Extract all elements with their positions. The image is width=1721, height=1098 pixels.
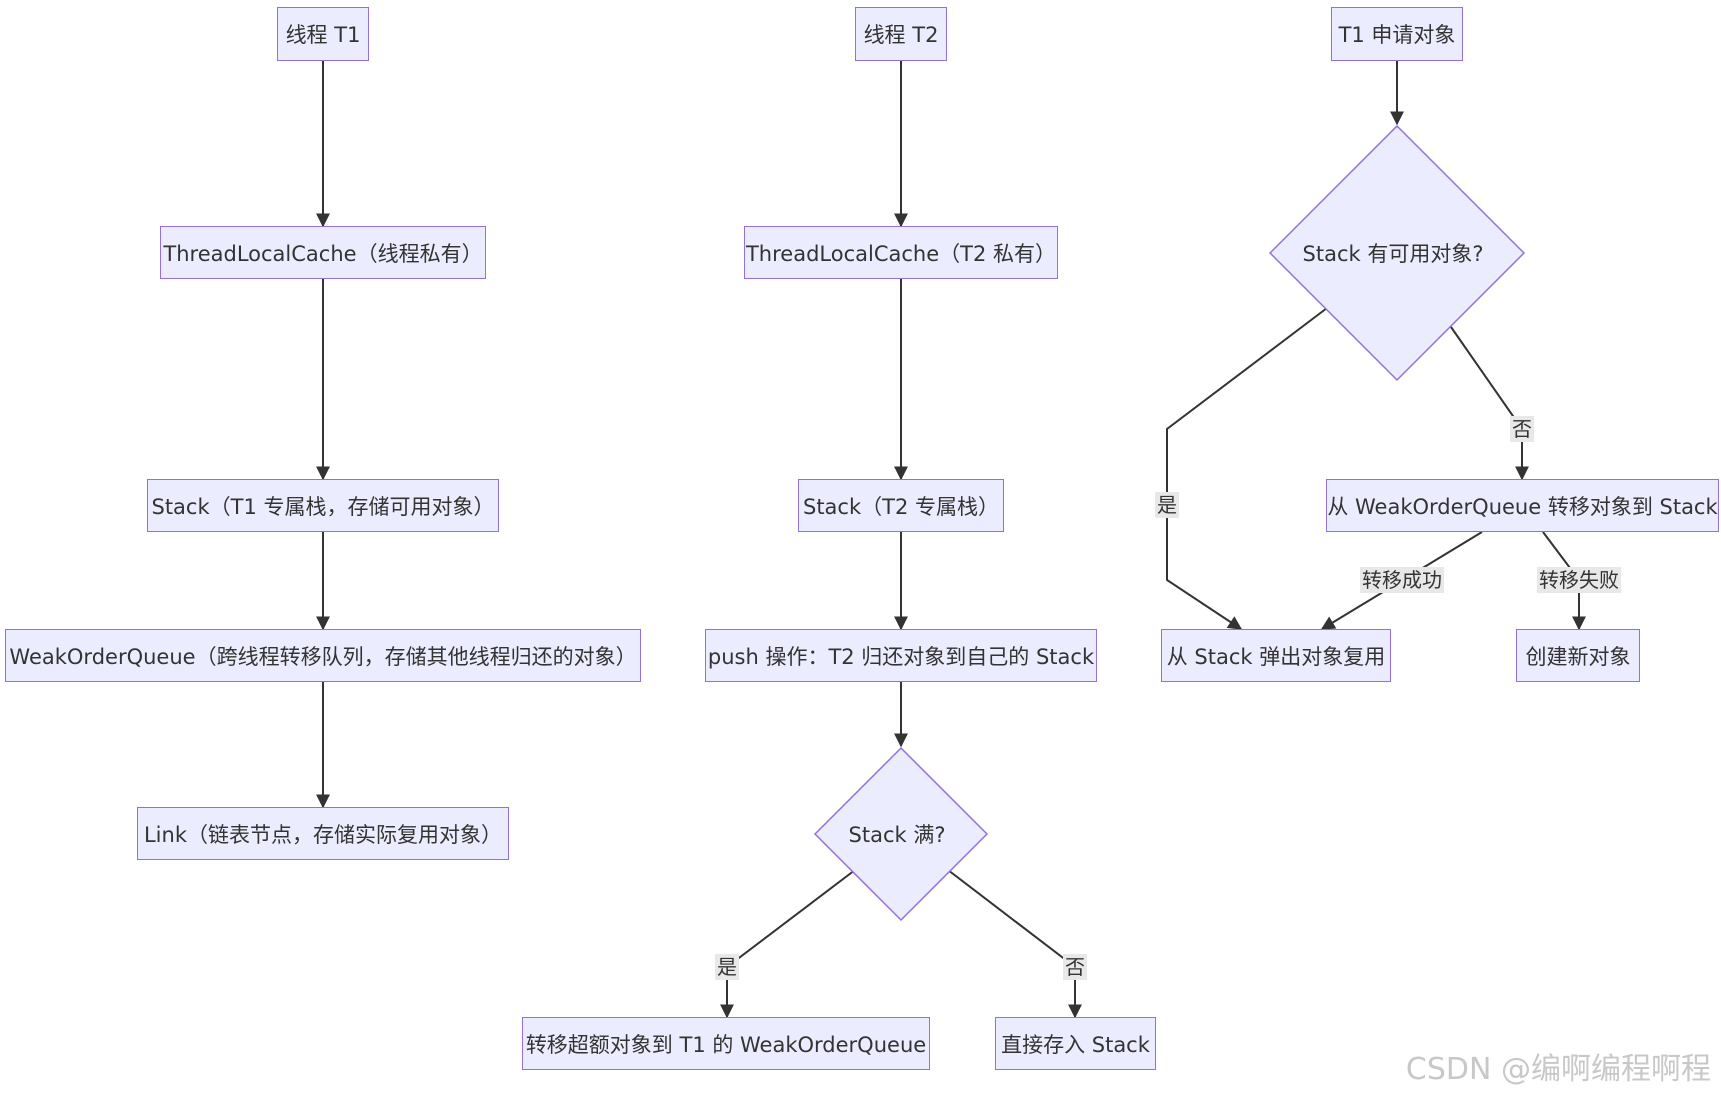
edge-label-full-no: 否 xyxy=(1063,954,1087,980)
node-t1-threadlocalcache: ThreadLocalCache（线程私有） xyxy=(160,226,486,279)
node-create-new: 创建新对象 xyxy=(1516,629,1640,682)
node-thread-t1: 线程 T1 xyxy=(277,7,369,61)
decision-stack-available-label: Stack 有可用对象? xyxy=(1302,242,1484,266)
edge-available-no xyxy=(1450,326,1529,481)
node-thread-t1-label: 线程 T1 xyxy=(285,23,361,47)
node-t2-direct: 直接存入 Stack xyxy=(995,1017,1156,1070)
node-move-to-stack-label: 从 WeakOrderQueue 转移对象到 Stack xyxy=(1327,494,1718,519)
node-t2-transfer-label: 转移超额对象到 T1 的 WeakOrderQueue xyxy=(525,1032,927,1057)
edge-label-full-yes: 是 xyxy=(715,954,739,980)
node-create-new-label: 创建新对象 xyxy=(1525,644,1631,669)
node-pop-reuse-label: 从 Stack 弹出对象复用 xyxy=(1166,644,1386,669)
node-t1-stack: Stack（T1 专属栈，存储可用对象） xyxy=(147,479,499,532)
node-t1-weakorderqueue-label: WeakOrderQueue（跨线程转移队列，存储其他线程归还的对象） xyxy=(9,644,637,669)
node-move-to-stack: 从 WeakOrderQueue 转移对象到 Stack xyxy=(1326,479,1719,532)
node-t1-weakorderqueue: WeakOrderQueue（跨线程转移队列，存储其他线程归还的对象） xyxy=(5,629,641,682)
node-t2-stack-label: Stack（T2 专属栈） xyxy=(802,494,999,519)
decision-stack-available xyxy=(1268,124,1526,382)
node-t1-stack-label: Stack（T1 专属栈，存储可用对象） xyxy=(151,494,495,519)
node-t2-threadlocalcache: ThreadLocalCache（T2 私有） xyxy=(744,226,1058,279)
edge-full-no xyxy=(947,869,1082,1019)
node-t2-push-label: push 操作：T2 归还对象到自己的 Stack xyxy=(707,644,1095,669)
edge-label-available-no: 否 xyxy=(1510,416,1534,442)
node-thread-t2-label: 线程 T2 xyxy=(863,23,939,47)
node-t1-request: T1 申请对象 xyxy=(1331,7,1463,61)
edge-full-yes xyxy=(720,869,856,1019)
decision-stack-full-label: Stack 满? xyxy=(848,823,946,847)
node-pop-reuse: 从 Stack 弹出对象复用 xyxy=(1161,629,1391,682)
edge-label-move-fail: 转移失败 xyxy=(1537,567,1621,593)
node-t1-request-label: T1 申请对象 xyxy=(1338,23,1456,47)
node-t1-threadlocalcache-label: ThreadLocalCache（线程私有） xyxy=(163,241,483,266)
node-t2-direct-label: 直接存入 Stack xyxy=(1001,1032,1150,1057)
edge-available-yes xyxy=(1166,307,1328,630)
decision-stack-full xyxy=(813,746,989,922)
edge-label-move-ok: 转移成功 xyxy=(1360,567,1444,593)
node-thread-t2: 线程 T2 xyxy=(855,7,947,61)
node-t1-link-label: Link（链表节点，存储实际复用对象） xyxy=(143,822,502,847)
node-t1-link: Link（链表节点，存储实际复用对象） xyxy=(137,807,509,860)
node-t2-threadlocalcache-label: ThreadLocalCache（T2 私有） xyxy=(745,241,1057,266)
node-t2-transfer: 转移超额对象到 T1 的 WeakOrderQueue xyxy=(522,1017,930,1070)
edge-label-available-yes: 是 xyxy=(1155,492,1179,518)
node-t2-push: push 操作：T2 归还对象到自己的 Stack xyxy=(705,629,1097,682)
node-t2-stack: Stack（T2 专属栈） xyxy=(798,479,1004,532)
watermark: CSDN @编啊编程啊程 xyxy=(1405,1052,1711,1087)
